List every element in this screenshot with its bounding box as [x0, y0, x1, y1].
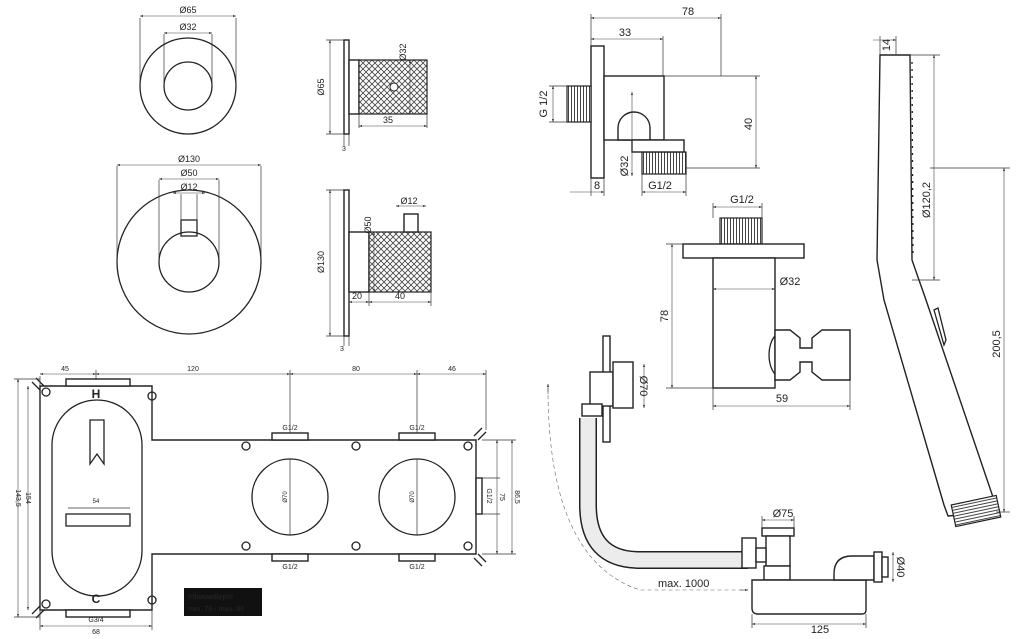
box-port-top-left: G1/2 — [282, 425, 297, 432]
box-top-dim-2: 120 — [187, 366, 199, 373]
bath-waste-view: Ø70 Ø75 Ø40 125 max. 1000 — [546, 335, 906, 636]
handshower-length-label: 200,5 — [991, 330, 1003, 358]
note-line2: min. 70 - max. 80 — [188, 606, 244, 613]
knob-small-dia-label: Ø32 — [398, 43, 408, 60]
box-left-dim-1: 154 — [24, 492, 31, 504]
knob-small-length-label: 35 — [383, 115, 393, 125]
box-top-dim-3: 80 — [352, 366, 360, 373]
holder-body-dia-label: Ø32 — [780, 276, 801, 288]
waste-reach-label: max. 1000 — [658, 578, 709, 590]
rosette-large-outer-label: Ø130 — [178, 154, 200, 164]
handshower-head-dia-label: Ø120,2 — [921, 182, 933, 218]
handshower-thickness-label: 14 — [881, 39, 893, 51]
holder-height-label: 78 — [659, 310, 671, 322]
box-top-dim-1: 45 — [61, 366, 69, 373]
rosette-large-view: Ø130 Ø50 Ø12 — [116, 154, 262, 335]
rosette-small-outer-label: Ø65 — [179, 5, 196, 15]
rosette-small-view: Ø65 Ø32 — [139, 5, 237, 135]
box-hot-label: H — [92, 387, 101, 401]
waste-top-dia-label: Ø75 — [773, 508, 794, 520]
box-port-top-right: G1/2 — [409, 425, 424, 432]
wall-connector-body-dia-label: Ø32 — [619, 156, 631, 177]
knob-small-view: Ø65 Ø32 35 3 — [316, 39, 428, 153]
box-left-dim-2: 143,5 — [14, 489, 21, 507]
box-port-bottom-right: G1/2 — [409, 564, 424, 571]
wall-connector-height-label: 40 — [743, 118, 755, 130]
shower-holder-view: G1/2 78 Ø32 59 — [659, 194, 851, 410]
box-side-port: G1/2 — [485, 488, 492, 503]
knob-large-collar-label: 20 — [352, 291, 362, 301]
knob-large-spindle-label: Ø12 — [400, 196, 417, 206]
knob-large-plate-label: 3 — [340, 346, 344, 353]
wall-connector-thread-bottom-label: G1/2 — [648, 180, 672, 192]
holder-thread-label: G1/2 — [730, 194, 754, 206]
note-line1: Inbouwdiepte — [188, 594, 233, 601]
wall-connector-view: 78 33 G 1/2 40 Ø32 8 G1/2 — [538, 6, 760, 196]
box-hole-dia-left: Ø70 — [283, 491, 289, 503]
box-hole-dia-right: Ø70 — [410, 491, 416, 503]
handshower-view: 14 Ø120,2 200,5 — [873, 36, 1010, 528]
box-port-bottom-left: G1/2 — [282, 564, 297, 571]
box-right-dim-1: 75 — [498, 493, 505, 501]
knob-small-height-label: Ø65 — [316, 78, 326, 95]
box-inner-width-label: 54 — [93, 499, 100, 505]
wall-connector-width-label: 78 — [682, 6, 694, 18]
wall-connector-plate-label: 8 — [594, 180, 600, 192]
wall-connector-offset-label: 33 — [619, 27, 631, 39]
waste-pipe-dia-label: Ø40 — [894, 557, 906, 578]
installation-depth-note: Inbouwdiepte min. 70 - max. 80 — [184, 588, 262, 616]
box-top-dim-4: 46 — [448, 366, 456, 373]
box-bottom-dim: 68 — [92, 629, 100, 636]
box-cold-label: C — [92, 592, 101, 606]
wall-connector-thread-side-label: G 1/2 — [538, 91, 550, 118]
box-right-dim-2: 86,5 — [513, 490, 520, 504]
rosette-small-inner-label: Ø32 — [179, 22, 196, 32]
rosette-large-mid-label: Ø50 — [180, 168, 197, 178]
waste-trap-width-label: 125 — [811, 624, 829, 636]
knob-small-plate-label: 3 — [342, 146, 346, 153]
knob-large-height-label: Ø130 — [316, 251, 326, 273]
rosette-large-inner-label: Ø12 — [180, 182, 197, 192]
knob-large-dia-label: Ø50 — [363, 216, 373, 233]
box-bottom-port: G3/4 — [88, 617, 103, 624]
knob-large-length-label: 40 — [395, 291, 405, 301]
holder-length-label: 59 — [776, 393, 788, 405]
waste-base-dia-label: Ø70 — [637, 376, 649, 397]
knob-large-view: Ø130 Ø50 Ø12 20 40 3 — [316, 189, 432, 353]
concealed-box-view: 54 H C Ø70 Ø70 45 120 80 — [14, 366, 520, 636]
